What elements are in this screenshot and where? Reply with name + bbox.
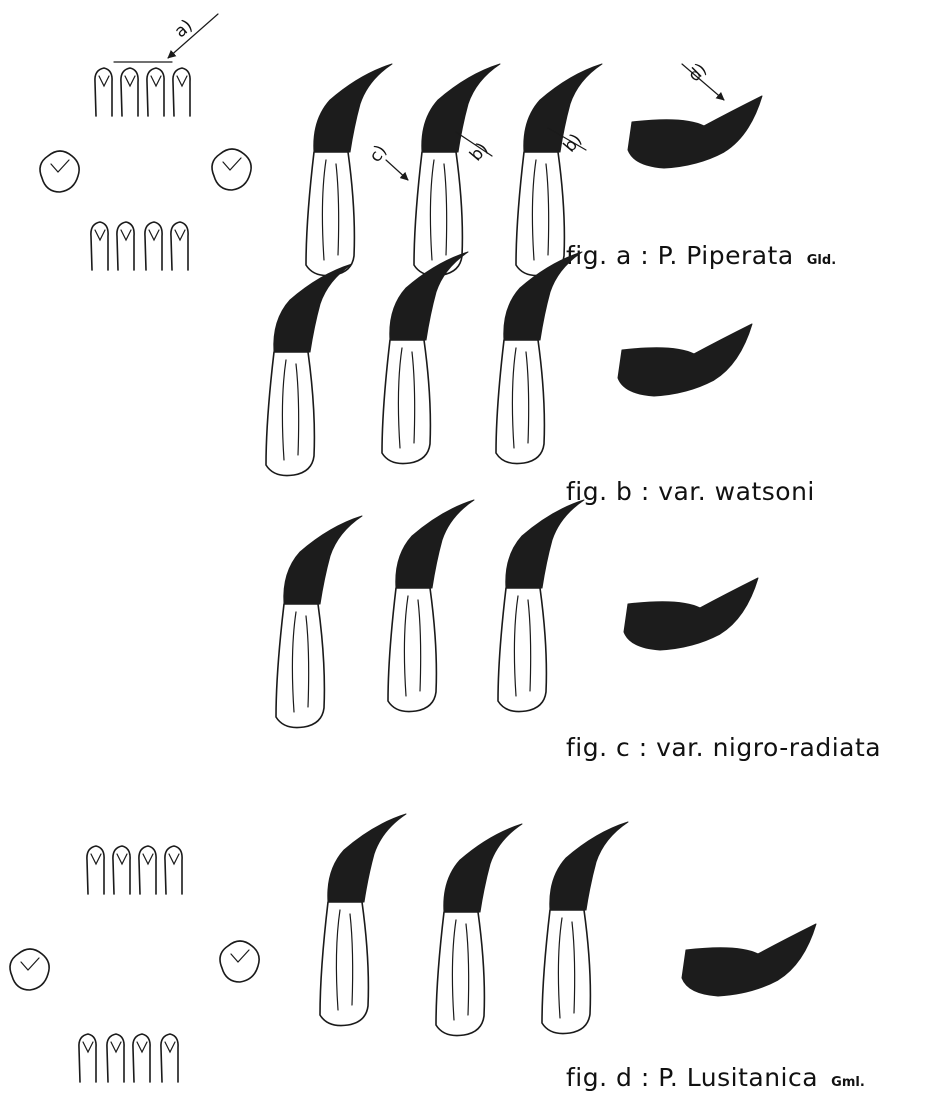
marker-a: a)	[171, 16, 197, 42]
caption-fig-a: fig. a : P. Piperata Gld.	[566, 241, 836, 270]
caption-fig-d: fig. d : P. Lusitanica Gml.	[566, 1063, 865, 1092]
marker-b1: b)	[466, 139, 493, 165]
incisor-group-d	[10, 846, 259, 1082]
marker-a-arrow	[168, 14, 218, 58]
marker-b2: b)	[560, 130, 587, 156]
caption-fig-c: fig. c : var. nigro-radiata	[566, 733, 881, 762]
caption-fig-b: fig. b : var. watsoni	[566, 477, 815, 506]
marker-d: d)	[685, 60, 711, 86]
marker-c: c)	[366, 142, 392, 167]
incisor-group-a: a)	[40, 14, 251, 270]
marker-c-arrow	[386, 160, 408, 180]
teeth-fig-d	[320, 814, 816, 1036]
teeth-fig-b	[266, 252, 752, 476]
teeth-fig-c	[276, 500, 758, 728]
